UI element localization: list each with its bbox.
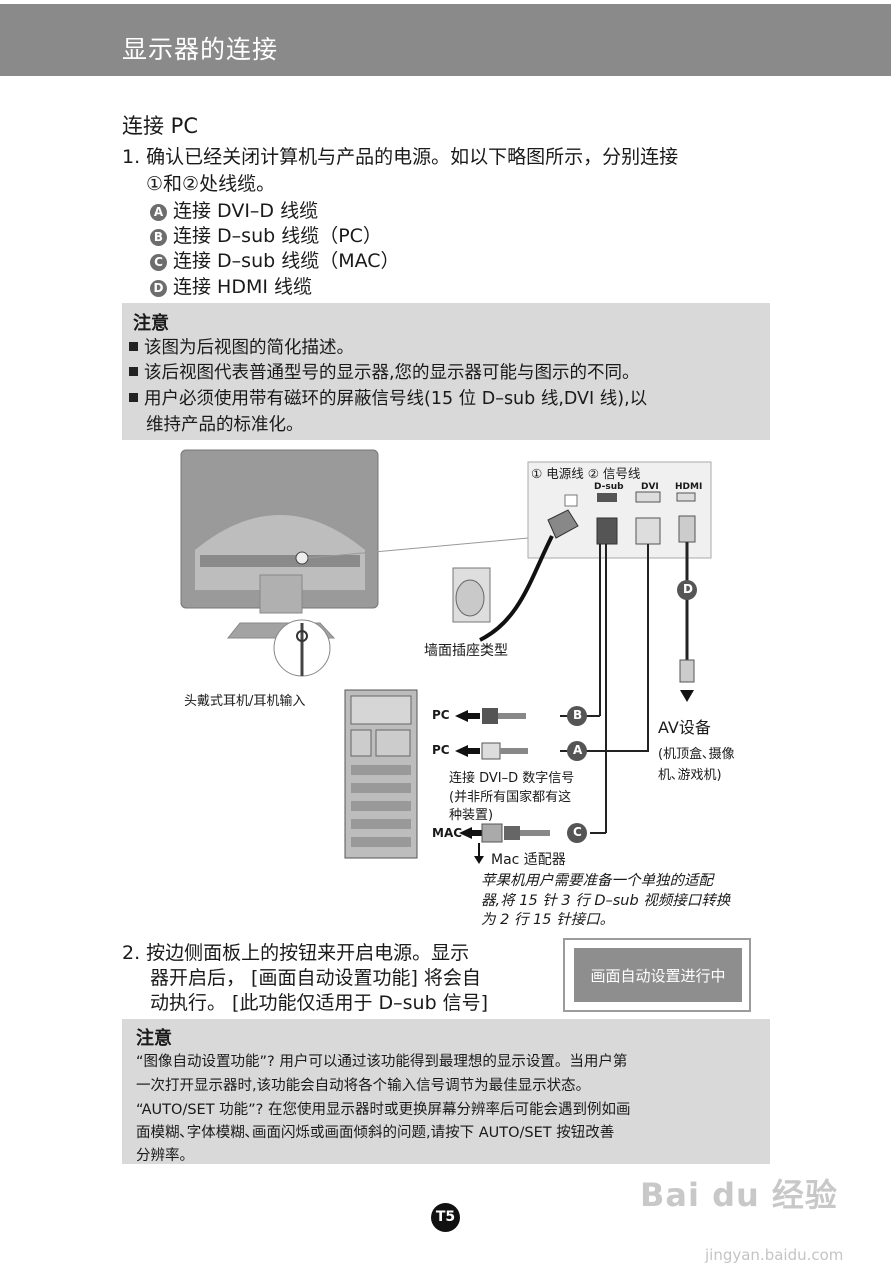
note1-title: 注意 — [133, 313, 169, 334]
marker-c-icon: C — [150, 254, 167, 271]
page-header-title: 显示器的连接 — [122, 35, 279, 64]
cable-item-b-text: 连接 D–sub 线缆（PC） — [173, 225, 382, 247]
marker-a-label: A — [573, 743, 583, 757]
bullet-square-icon — [129, 342, 138, 351]
step2-line2: 器开启后， [画面自动设置功能] 将会自 — [150, 967, 481, 989]
port-hdmi-label: HDMI — [675, 482, 703, 492]
pc1-label: PC — [432, 708, 450, 722]
step2-line1: 2. 按边侧面板上的按钮来开启电源。显示 — [122, 942, 470, 964]
note2-line3: “AUTO/SET 功能”? 在您使用显示器时或更换屏幕分辨率后可能会遇到例如画 — [136, 1102, 631, 1118]
cable-item-c: C 连接 D–sub 线缆（MAC） — [150, 246, 400, 273]
cable-item-d: D 连接 HDMI 线缆 — [150, 272, 312, 299]
note2-line5: 分辨率。 — [136, 1148, 194, 1164]
av-device-sub1: (机顶盒､摄像 — [658, 747, 735, 762]
note1-bullet3: 用户必须使用带有磁环的屏蔽信号线(15 位 D–sub 线,DVI 线),以 — [129, 385, 647, 410]
marker-b-icon: B — [150, 229, 167, 246]
port-panel-legend: ① 电源线 ② 信号线 — [531, 463, 640, 482]
note1-bullet3-cont: 维持产品的标准化。 — [146, 415, 304, 435]
marker-c-label: C — [573, 825, 582, 839]
dvi-note-line3: 种装置) — [449, 808, 494, 823]
note1-bullet1: 该图为后视图的简化描述。 — [129, 334, 354, 359]
note2-line4: 面模糊､字体模糊､画面闪烁或画面倾斜的问题,请按下 AUTO/SET 按钮改善 — [136, 1125, 615, 1141]
cable-item-a-text: 连接 DVI–D 线缆 — [173, 200, 319, 222]
headphone-label: 头戴式耳机/耳机输入 — [184, 694, 306, 709]
note2-line1: “图像自动设置功能”? 用户可以通过该功能得到最理想的显示设置。当用户第 — [136, 1054, 628, 1070]
av-device-label: AV设备 — [658, 718, 711, 737]
power-cable-label: 电源线 — [546, 466, 584, 481]
dvi-note-line1: 连接 DVI–D 数字信号 — [449, 771, 575, 786]
step1-line2: ①和②处线缆。 — [146, 173, 276, 195]
note1-bullet2-text: 该后视图代表普通型号的显示器,您的显示器可能与图示的不同。 — [144, 363, 640, 383]
step2-line3: 动执行。 [此功能仅适用于 D–sub 信号] — [150, 992, 489, 1014]
marker-d-label: D — [683, 582, 693, 596]
baidu-watermark-url: jingyan.baidu.com — [705, 1246, 844, 1264]
mac-note-line2: 器,将 15 针 3 行 D–sub 视频接口转换 — [481, 893, 731, 909]
av-device-sub2: 机､游戏机) — [658, 768, 722, 783]
pc2-label: PC — [432, 743, 450, 757]
header-bar — [0, 4, 891, 76]
note1-bullet3-text: 用户必须使用带有磁环的屏蔽信号线(15 位 D–sub 线,DVI 线),以 — [144, 389, 648, 409]
marker-b-label: B — [573, 708, 583, 722]
step1-line1: 1. 确认已经关闭计算机与产品的电源。如以下略图所示，分别连接 — [122, 146, 679, 168]
num2-label: ② — [587, 466, 599, 481]
marker-d-icon: D — [150, 280, 167, 297]
mac-adapter-label: Mac 适配器 — [491, 852, 566, 868]
mac-label: MAC — [432, 826, 463, 840]
monitor-back-illustration — [180, 449, 379, 639]
note2-title: 注意 — [136, 1028, 172, 1049]
section-title: 连接 PC — [122, 114, 199, 138]
cable-item-a: A 连接 DVI–D 线缆 — [150, 196, 318, 223]
num1-label: ① — [531, 466, 543, 481]
page-number-badge: T5 — [431, 1203, 460, 1232]
wall-socket-label: 墙面插座类型 — [424, 643, 508, 659]
osd-message: 画面自动设置进行中 — [574, 948, 742, 1002]
note1-box — [122, 303, 770, 440]
cable-item-c-text: 连接 D–sub 线缆（MAC） — [173, 250, 400, 272]
bullet-square-icon — [129, 367, 138, 376]
port-dvi-label: DVI — [641, 482, 659, 492]
baidu-watermark-logo: Bai du 经验 — [640, 1176, 838, 1214]
note1-bullet2: 该后视图代表普通型号的显示器,您的显示器可能与图示的不同。 — [129, 359, 640, 384]
dvi-note-line2: (并非所有国家都有这 — [449, 790, 572, 805]
mac-note-line1: 苹果机用户需要准备一个单独的适配 — [481, 873, 713, 889]
port-dsub-label: D-sub — [594, 482, 624, 492]
marker-a-icon: A — [150, 204, 167, 221]
connection-diagram — [180, 449, 712, 864]
mac-note-line3: 为 2 行 15 针接口。 — [481, 912, 615, 928]
bullet-square-icon — [129, 393, 138, 402]
note1-bullet1-text: 该图为后视图的简化描述。 — [144, 338, 354, 358]
note2-line2: 一次打开显示器时,该功能会自动将各个输入信号调节为最佳显示状态。 — [136, 1078, 591, 1094]
signal-cable-label: 信号线 — [602, 466, 641, 481]
note2-box — [122, 1019, 770, 1164]
cable-item-b: B 连接 D–sub 线缆（PC） — [150, 221, 382, 248]
cable-item-d-text: 连接 HDMI 线缆 — [173, 276, 312, 298]
